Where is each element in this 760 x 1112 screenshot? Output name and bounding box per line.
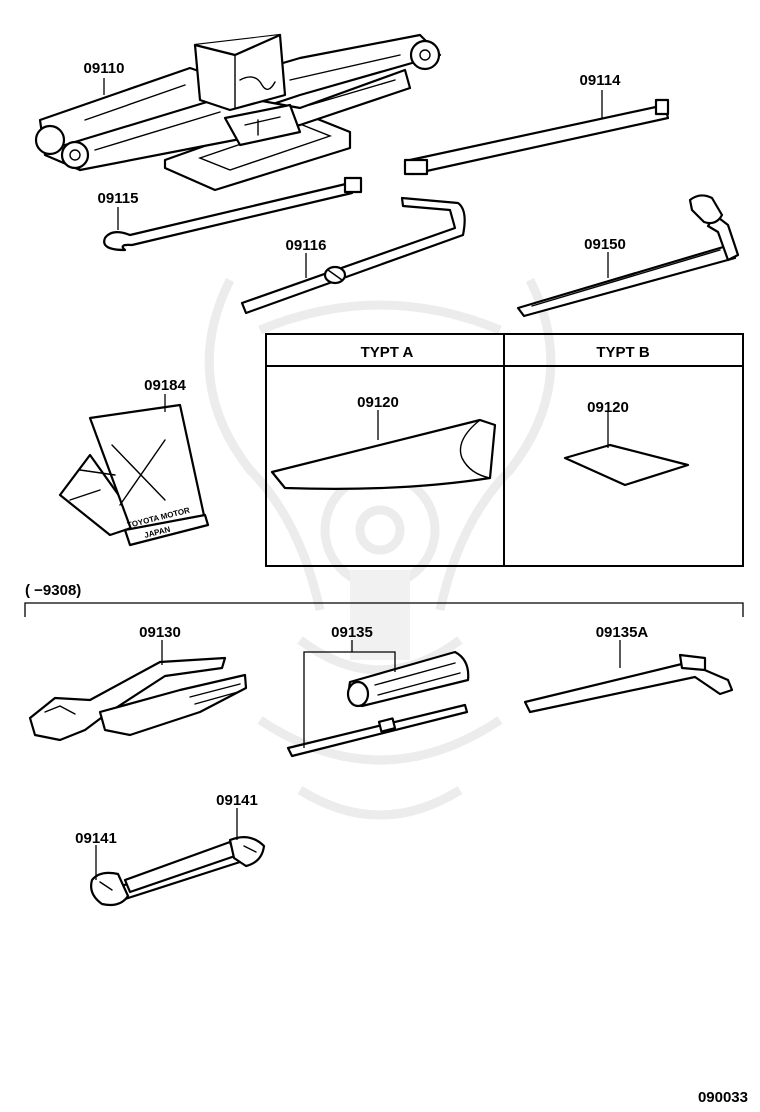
tool-bag-type-b [563, 443, 690, 487]
label-lug-wrench: 09150 [584, 236, 626, 253]
date-range-bracket [24, 602, 744, 617]
wrench-set [90, 835, 266, 907]
pliers [28, 656, 248, 742]
jack-handle-hook [103, 176, 363, 252]
label-wrench-upper: 09141 [216, 792, 258, 809]
screwdriver-alt [523, 653, 734, 714]
label-date-range: ( −9308) [25, 582, 81, 599]
label-extension-bar: 09116 [286, 237, 327, 254]
extension-bar [240, 196, 466, 315]
label-handle-hook: 09115 [98, 190, 139, 207]
type-a-header: TYPT A [361, 344, 414, 361]
label-screwdriver-alt: 09135A [596, 624, 649, 641]
screwdriver [286, 650, 470, 758]
label-wheel-chock: 09184 [144, 377, 186, 394]
wheel-chock: TOYOTA MOTOR JAPAN [58, 403, 210, 547]
type-b-header: TYPT B [596, 344, 650, 361]
label-jack-handle: 09114 [580, 72, 622, 89]
type-table: TYPT A TYPT B [265, 333, 744, 567]
label-scissor-jack: 09110 [84, 60, 125, 77]
leader-lines [95, 78, 621, 880]
label-pliers: 09130 [139, 624, 181, 641]
scissor-jack [34, 33, 442, 192]
label-wrench-lower: 09141 [75, 830, 117, 847]
label-screwdriver: 09135 [331, 624, 373, 641]
watermark-emblem [204, 277, 556, 820]
label-tool-bag-b: 09120 [587, 399, 629, 416]
label-tool-bag-a: 09120 [357, 394, 399, 411]
jack-handle [403, 98, 670, 176]
lug-wrench [516, 194, 740, 318]
page-code: 090033 [698, 1089, 748, 1106]
